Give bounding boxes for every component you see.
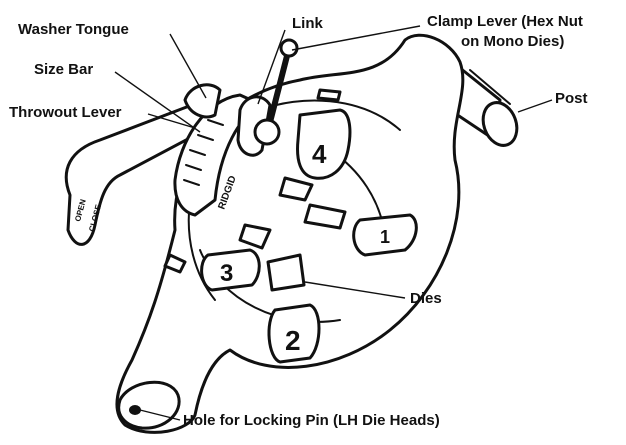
label-washer-tongue: Washer Tongue	[18, 21, 129, 38]
label-link: Link	[292, 15, 323, 32]
clamp-lever	[253, 38, 299, 146]
label-clamp-lever-line1: Clamp Lever (Hex Nut	[427, 13, 583, 30]
dies	[163, 88, 347, 292]
label-throwout-lever: Throwout Lever	[9, 104, 122, 121]
die-3: 3	[200, 248, 261, 292]
locking-pin-hole	[129, 405, 141, 415]
die-4-number: 4	[312, 139, 327, 169]
label-hole-for-locking-pin: Hole for Locking Pin (LH Die Heads)	[183, 412, 440, 429]
label-clamp-lever-line2: on Mono Dies)	[461, 33, 564, 50]
die-3-number: 3	[220, 260, 233, 287]
die-2: 2	[267, 303, 321, 364]
leader-lines	[114, 25, 553, 421]
die-2-number: 2	[285, 325, 301, 356]
label-size-bar: Size Bar	[34, 61, 93, 78]
die-1-number: 1	[380, 227, 390, 247]
washer-tongue	[183, 83, 222, 119]
locking-pin-tab	[117, 380, 181, 430]
die-1: 1	[352, 213, 418, 257]
label-dies: Dies	[410, 290, 442, 307]
label-post: Post	[555, 90, 588, 107]
die-4: 4	[296, 108, 352, 180]
